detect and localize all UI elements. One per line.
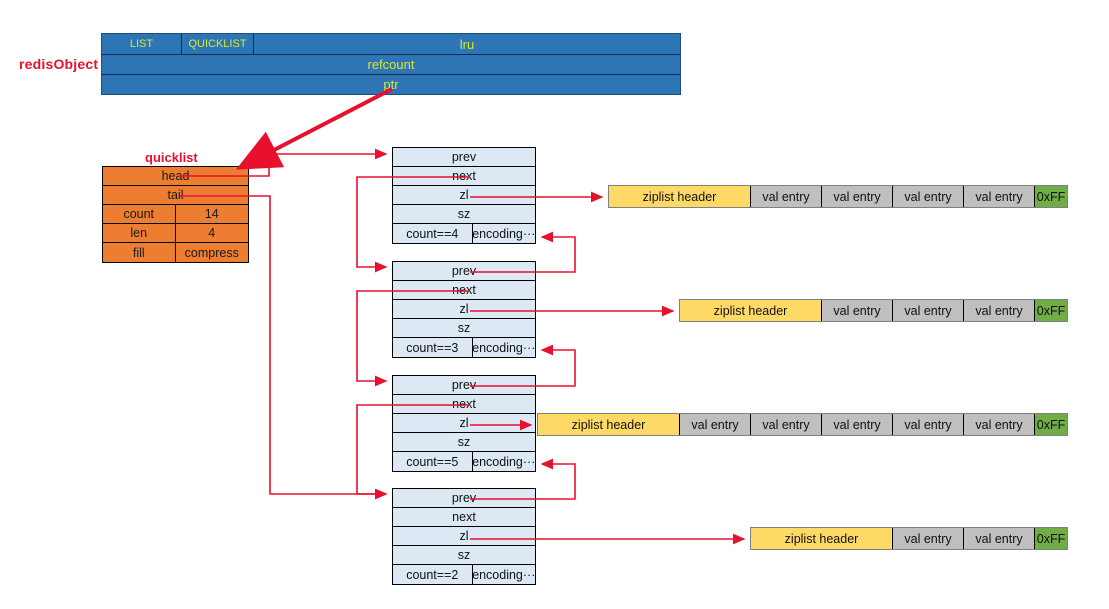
quicklist-node-1: prev next zl sz count==4 encoding··· <box>392 147 536 244</box>
node-zl-field: zl <box>393 527 535 546</box>
quicklist-row-tail: tail <box>103 186 248 205</box>
ptr-to-quicklist-arrow <box>235 87 393 170</box>
quicklist-compress-value: compress <box>184 246 239 260</box>
node-encoding-field: encoding··· <box>472 227 536 241</box>
node-count-encoding-row: count==2 encoding··· <box>393 565 535 585</box>
node-encoding-field: encoding··· <box>472 455 536 469</box>
node-prev-field: prev <box>393 376 535 395</box>
ziplist-header: ziplist header <box>680 300 822 321</box>
quicklist-len-key: len <box>103 224 176 242</box>
quicklist-count-key: count <box>103 205 176 223</box>
node-count-field: count==4 <box>393 224 473 244</box>
redis-object-encoding-cell: QUICKLIST <box>182 34 254 54</box>
ziplist-val-entry: val entry <box>822 300 893 321</box>
quicklist-node-4: prev next zl sz count==2 encoding··· <box>392 488 536 585</box>
node-zl-field: zl <box>393 186 535 205</box>
ziplist-val-entry: val entry <box>893 300 964 321</box>
ziplist-val-entry: val entry <box>822 186 893 207</box>
redis-object-type-cell: LIST <box>102 34 182 54</box>
ziplist-val-entry: val entry <box>893 414 964 435</box>
redis-object-row-ptr: ptr <box>102 74 680 94</box>
ziplist-val-entry: val entry <box>893 186 964 207</box>
node-next-field: next <box>393 508 535 527</box>
quicklist-count-value: 14 <box>204 207 219 221</box>
node-count-field: count==3 <box>393 338 473 358</box>
ziplist-val-entry: val entry <box>964 414 1035 435</box>
node-next-field: next <box>393 395 535 414</box>
node-prev-field: prev <box>393 489 535 508</box>
node-sz-field: sz <box>393 433 535 452</box>
node-count-encoding-row: count==5 encoding··· <box>393 452 535 472</box>
ziplist-end-marker: 0xFF <box>1035 186 1067 207</box>
redis-object-row-refcount: refcount <box>102 54 680 74</box>
ziplist-val-entry: val entry <box>964 528 1035 549</box>
redis-object-lru-cell: lru <box>254 34 680 54</box>
ziplist-val-entry: val entry <box>751 414 822 435</box>
ziplist-val-entry: val entry <box>893 528 964 549</box>
ziplist-end-marker: 0xFF <box>1035 528 1067 549</box>
quicklist-row-count: count 14 <box>103 205 248 224</box>
node-next-field: next <box>393 167 535 186</box>
redis-object-row-type: LIST QUICKLIST lru <box>102 34 680 54</box>
ziplist-header: ziplist header <box>609 186 751 207</box>
node-count-encoding-row: count==4 encoding··· <box>393 224 535 244</box>
ziplist-header: ziplist header <box>751 528 893 549</box>
redis-object-refcount-cell: refcount <box>102 55 680 74</box>
redis-object-ptr-cell: ptr <box>102 75 680 94</box>
ziplist-val-entry: val entry <box>680 414 751 435</box>
quicklist-node-3: prev next zl sz count==5 encoding··· <box>392 375 536 472</box>
redis-object-label: redisObject <box>19 56 99 72</box>
node-zl-field: zl <box>393 414 535 433</box>
node-sz-field: sz <box>393 205 535 224</box>
ziplist-val-entry: val entry <box>964 186 1035 207</box>
ziplist-val-entry: val entry <box>751 186 822 207</box>
quicklist-row-head: head <box>103 167 248 186</box>
node-encoding-field: encoding··· <box>472 568 536 582</box>
node-count-encoding-row: count==3 encoding··· <box>393 338 535 358</box>
quicklist-table: head tail count 14 len 4 fill compress <box>102 166 249 263</box>
node-prev-field: prev <box>393 262 535 281</box>
quicklist-fill-key: fill <box>103 243 176 263</box>
node-zl-field: zl <box>393 300 535 319</box>
quicklist-row-len: len 4 <box>103 224 248 243</box>
quicklist-len-value: 4 <box>208 226 216 240</box>
node-sz-field: sz <box>393 319 535 338</box>
ziplist-val-entry: val entry <box>822 414 893 435</box>
node-count-field: count==2 <box>393 565 473 585</box>
ziplist-val-entry: val entry <box>964 300 1035 321</box>
quicklist-label: quicklist <box>145 150 198 165</box>
node-prev-field: prev <box>393 148 535 167</box>
node-sz-field: sz <box>393 546 535 565</box>
redis-object-table: LIST QUICKLIST lru refcount ptr <box>101 33 681 95</box>
ziplist-end-marker: 0xFF <box>1035 300 1067 321</box>
ziplist-header: ziplist header <box>538 414 680 435</box>
node-count-field: count==5 <box>393 452 473 472</box>
ziplist-end-marker: 0xFF <box>1035 414 1067 435</box>
quicklist-node-2: prev next zl sz count==3 encoding··· <box>392 261 536 358</box>
node-next-field: next <box>393 281 535 300</box>
quicklist-row-fill: fill compress <box>103 243 248 263</box>
quicklist-tail-field: tail <box>167 188 184 202</box>
quicklist-head-field: head <box>161 169 190 183</box>
node-encoding-field: encoding··· <box>472 341 536 355</box>
